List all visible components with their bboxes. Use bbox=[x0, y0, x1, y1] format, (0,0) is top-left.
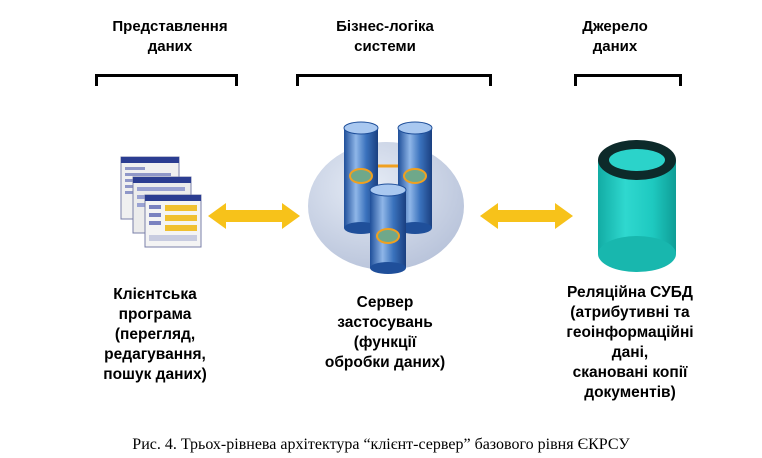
header-data-source: Джерело даних bbox=[582, 18, 648, 55]
bracket-presentation bbox=[95, 74, 238, 86]
header-business-logic: Бізнес-логіка системи bbox=[336, 18, 434, 55]
figure-caption: Рис. 4. Трьох-рівнева архітектура “клієн… bbox=[132, 436, 630, 453]
application-servers-icon bbox=[308, 121, 464, 274]
database-cylinder-icon bbox=[598, 140, 676, 272]
label-client-program: Клієнтська програма (перегляд, редагуван… bbox=[103, 286, 207, 383]
header-presentation: Представлення даних bbox=[112, 18, 228, 55]
left-right-arrow bbox=[480, 203, 573, 229]
label-relational-dbms: Реляційна СУБД (атрибутивні та геоінформ… bbox=[566, 284, 694, 401]
bracket-data-source bbox=[574, 74, 682, 86]
left-right-arrow bbox=[208, 203, 300, 229]
label-application-server: Сервер застосувань (функції обробки дани… bbox=[324, 294, 446, 371]
client-windows-icon bbox=[120, 156, 202, 248]
bracket-business-logic bbox=[296, 74, 492, 86]
